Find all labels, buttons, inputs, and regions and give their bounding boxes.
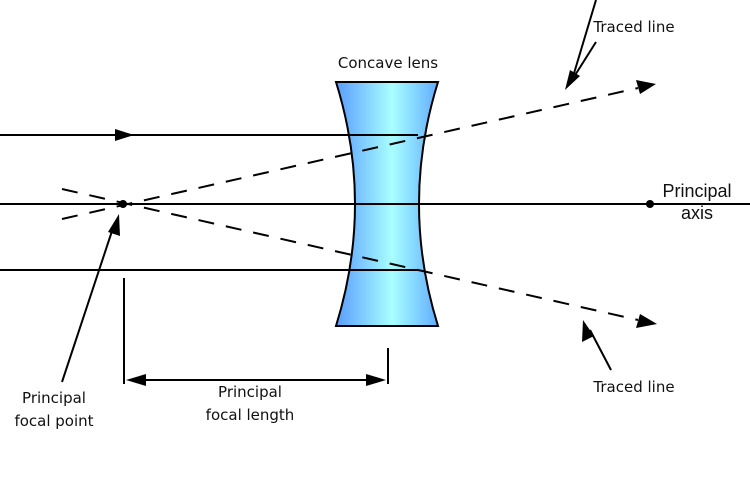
focal-point-label-2: focal point bbox=[14, 412, 93, 430]
pointer-arrowhead-icon bbox=[582, 320, 594, 342]
principal-axis-label-2: axis bbox=[681, 203, 713, 223]
ray-arrow-icon bbox=[115, 129, 134, 141]
lens-label: Concave lens bbox=[338, 54, 438, 72]
dimension-arrow-left-icon bbox=[126, 374, 146, 386]
dimension-arrow-right-icon bbox=[366, 374, 386, 386]
focal-length-label-1: Principal bbox=[218, 383, 282, 401]
axis-end-dot bbox=[646, 200, 654, 208]
traced-line-top bbox=[61, 87, 639, 220]
traced-line-top-label: Traced line bbox=[592, 18, 674, 36]
principal-axis-label-1: Principal bbox=[662, 181, 731, 201]
traced-arrow-bottom-icon bbox=[636, 314, 657, 328]
focal-point-label-1: Principal bbox=[22, 389, 86, 407]
traced-line-bottom-label: Traced line bbox=[592, 378, 674, 396]
pointer-traced-top bbox=[571, 0, 597, 81]
traced-arrow-top-icon bbox=[636, 80, 656, 94]
pointer-traced-bottom-line bbox=[589, 329, 612, 371]
traced-line-bottom bbox=[61, 188, 639, 321]
pointer-arrowhead-icon bbox=[108, 214, 120, 236]
focal-length-label-2: focal length bbox=[206, 406, 295, 424]
pointer-focal-point-line bbox=[61, 227, 114, 383]
pointer-arrowhead-icon bbox=[565, 70, 580, 90]
